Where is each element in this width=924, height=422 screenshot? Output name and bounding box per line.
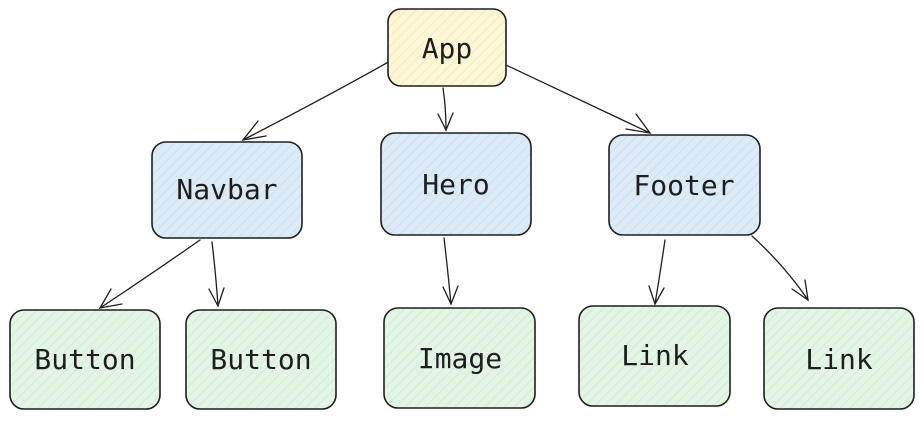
node-link-1: Link [578, 305, 731, 407]
edge-hero-image [442, 237, 459, 306]
node-app: App [387, 8, 507, 87]
edge-footer-link-2 [751, 235, 809, 302]
node-label-hero: Hero [422, 168, 489, 201]
node-label-navbar: Navbar [176, 173, 277, 206]
edge-app-hero [437, 87, 454, 132]
edge-navbar-button-2 [208, 241, 225, 308]
node-navbar: Navbar [151, 141, 303, 239]
node-label-footer: Footer [633, 169, 734, 202]
edge-app-navbar [241, 59, 393, 141]
node-hero: Hero [380, 132, 532, 236]
node-label-app: App [422, 32, 473, 65]
node-link-2: Link [763, 307, 915, 410]
node-label-button-2: Button [210, 343, 311, 376]
node-button-1: Button [9, 309, 161, 410]
node-label-image: Image [418, 342, 502, 375]
node-footer: Footer [608, 134, 761, 236]
node-image: Image [383, 307, 536, 409]
node-label-button-1: Button [34, 343, 135, 376]
edge-navbar-button-1 [98, 239, 201, 309]
nodes: App Navbar Hero Footer Button [9, 8, 915, 410]
node-label-link-2: Link [805, 343, 873, 376]
edge-app-footer [505, 64, 652, 134]
node-button-2: Button [185, 309, 337, 410]
node-label-link-1: Link [621, 339, 689, 372]
edges [98, 59, 809, 309]
edge-footer-link-1 [648, 239, 666, 306]
